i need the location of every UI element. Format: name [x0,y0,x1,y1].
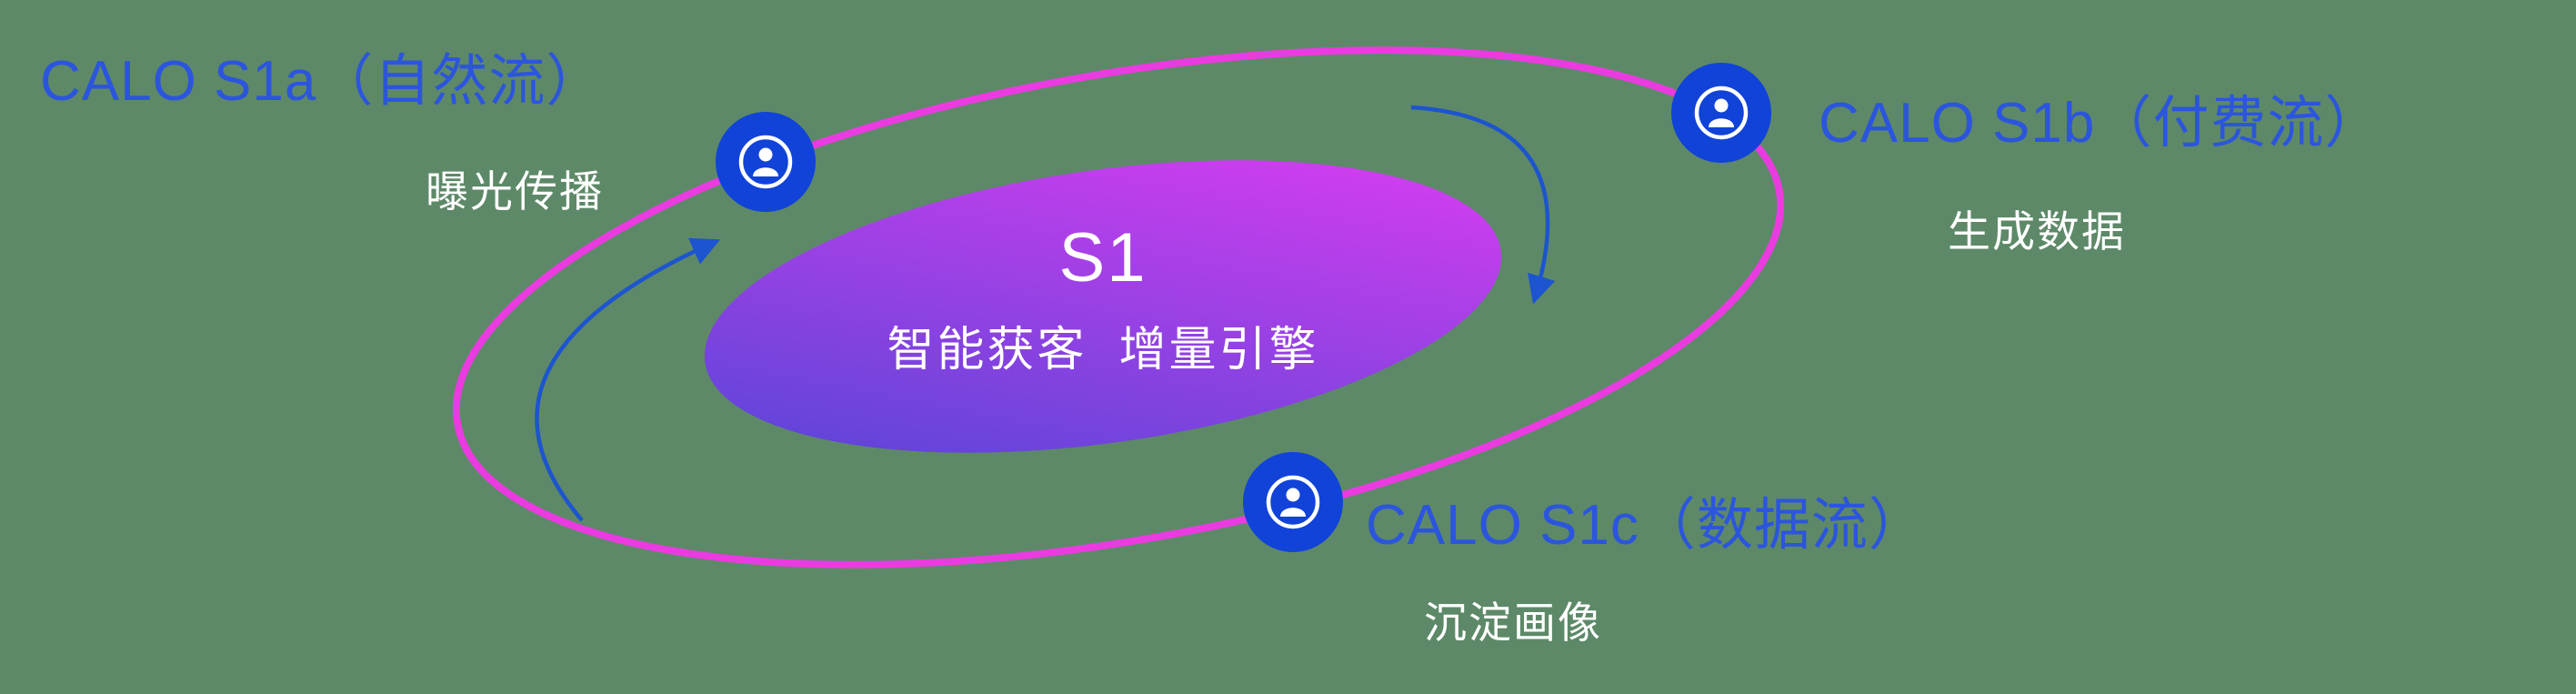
node-circle [1243,452,1343,552]
node-s1b [1671,63,1771,163]
person-icon [1694,85,1749,140]
node-circle [1671,63,1771,163]
orbit-ellipse [452,46,1785,568]
center-ellipse [704,160,1502,453]
flow-arrow-right [1410,105,1556,305]
node-s1c [1243,452,1343,552]
node-circle [716,112,816,212]
flow-arrow-left [535,237,721,522]
node-s1a [716,112,816,212]
person-icon [738,135,793,189]
person-icon [1266,475,1320,529]
